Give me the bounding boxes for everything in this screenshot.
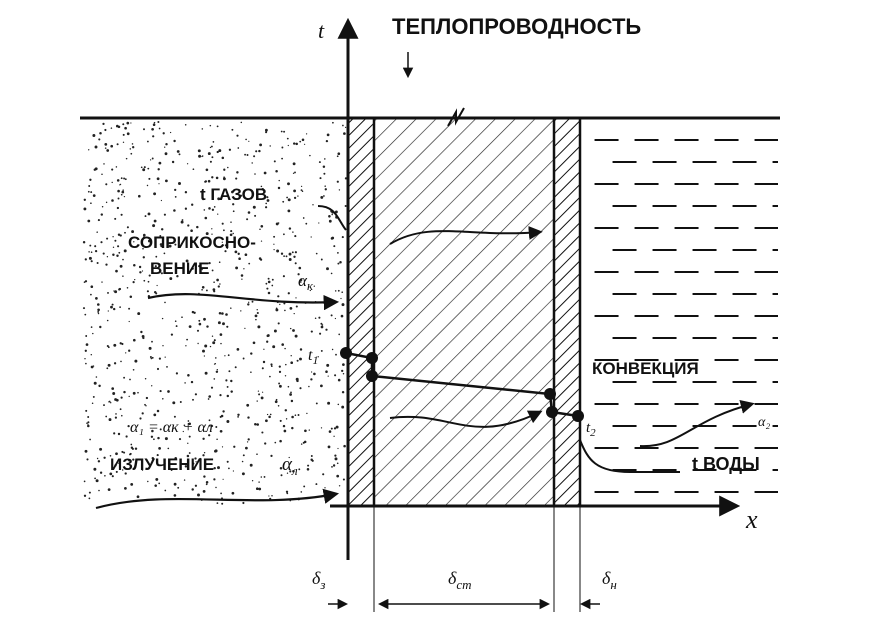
wall-conduction-arrow-top	[389, 225, 543, 245]
profile-points	[340, 347, 584, 422]
alpha-k-label: αк	[298, 271, 314, 293]
scale-layer	[552, 116, 582, 508]
radiation-arrow	[95, 488, 340, 510]
gas-region	[82, 118, 348, 506]
dimensions	[328, 506, 600, 612]
soot-layer	[346, 116, 376, 508]
water-region	[594, 139, 778, 493]
alpha-formula: α₁ = αк + αл	[130, 419, 213, 436]
gas-temperature-curve	[317, 205, 347, 231]
contact-label-2: ВЕНИЕ	[150, 259, 209, 278]
convection-label: КОНВЕКЦИЯ	[592, 359, 699, 378]
break-mark	[447, 107, 465, 127]
t2-label: t2	[586, 420, 596, 439]
profile-point	[572, 410, 584, 422]
axis-x-label: x	[745, 505, 758, 534]
gas-temperature-label: t ГАЗОВ	[200, 185, 267, 204]
delta-st-label: δст	[448, 568, 472, 592]
profile-point	[544, 388, 556, 400]
contact-label-1: СОПРИКОСНО-	[128, 233, 256, 252]
profile-point	[366, 352, 378, 364]
t1-label: t1	[308, 347, 318, 367]
axis-t-label: t	[318, 18, 325, 43]
convection-arrow	[639, 400, 755, 448]
delta-n-label: δн	[602, 568, 617, 592]
gas-stipple	[82, 120, 347, 505]
wall-conduction-arrow-bottom	[389, 410, 543, 428]
water-temperature-curve	[579, 439, 680, 473]
alpha-l-label: αл	[282, 454, 298, 478]
radiation-label: ИЗЛУЧЕНИЕ	[110, 455, 214, 474]
water-temperature-label: t ВОДЫ	[692, 454, 760, 474]
contact-arrow	[147, 293, 340, 311]
profile-point	[546, 406, 558, 418]
profile-point	[340, 347, 352, 359]
alpha-2-label: α₂	[758, 415, 770, 430]
delta-z-label: δз	[312, 568, 325, 592]
metal-wall	[373, 117, 555, 507]
heat-conduction-label: ТЕПЛОПРОВОДНОСТЬ	[392, 14, 641, 39]
profile-point	[366, 370, 378, 382]
